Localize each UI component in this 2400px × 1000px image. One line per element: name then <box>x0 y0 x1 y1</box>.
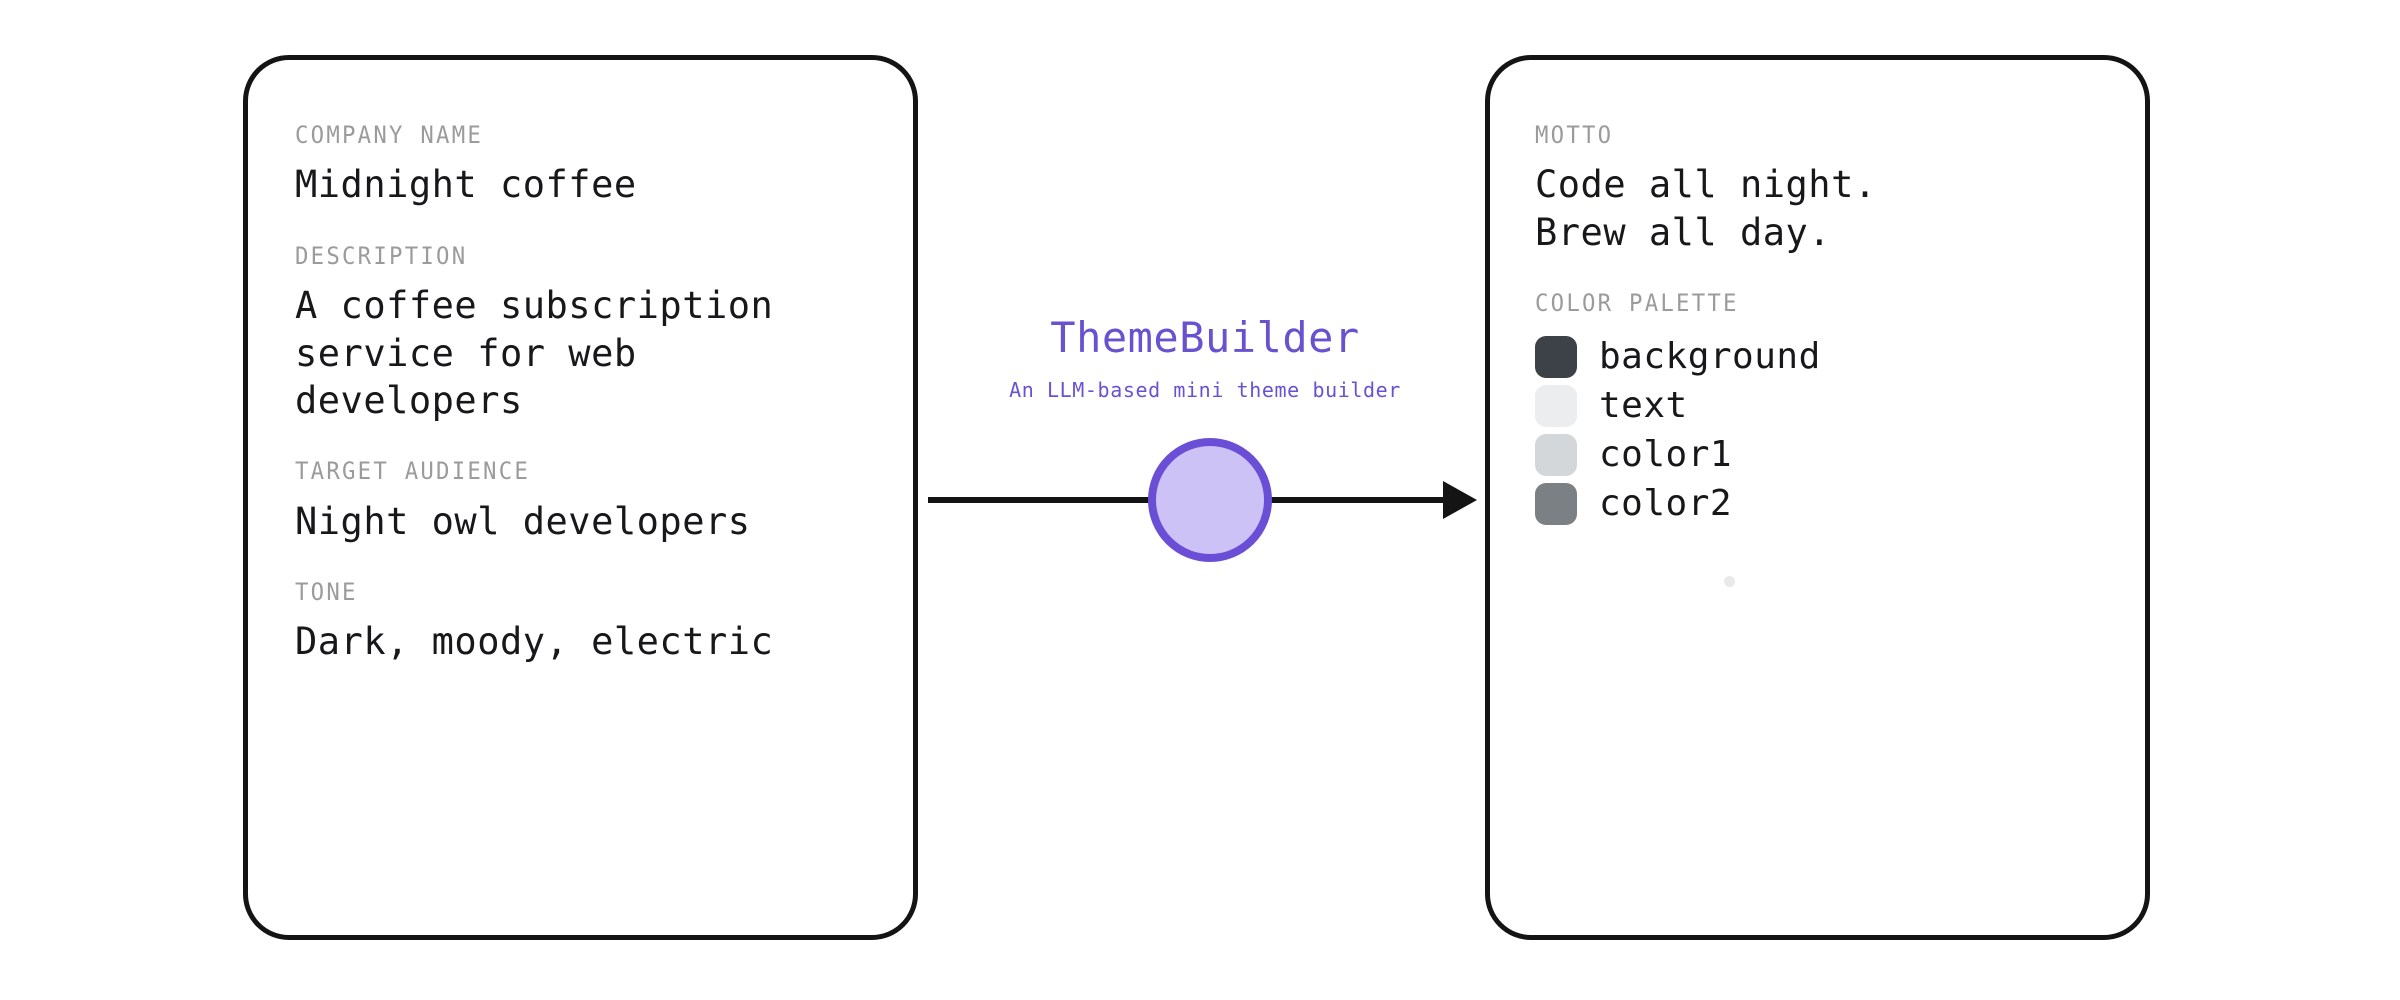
field-value-target-audience: Night owl developers <box>295 499 751 543</box>
field-label-motto: MOTTO <box>1535 121 1614 149</box>
field-value-tone: Dark, moody, electric <box>295 620 774 664</box>
palette-row-color2[interactable]: color2 <box>1535 480 2105 529</box>
color-swatch-label-background: background <box>1599 336 1821 377</box>
process-node-circle-icon <box>1148 438 1272 562</box>
output-card: MOTTO Code all night. Brew all day. COLO… <box>1485 55 2150 940</box>
field-tone: TONE Dark, moody, electric <box>295 579 873 666</box>
field-label-description: DESCRIPTION <box>295 241 468 270</box>
field-label-color-palette: COLOR PALETTE <box>1535 289 1739 318</box>
field-value-description: A coffee subscription service for web de… <box>295 284 774 422</box>
color-swatch-label-text: text <box>1599 385 1688 426</box>
color-swatch-color1[interactable] <box>1535 434 1577 476</box>
field-target-audience: TARGET AUDIENCE Night owl developers <box>295 458 873 545</box>
color-swatch-color2[interactable] <box>1535 483 1577 525</box>
field-company-name: COMPANY NAME Midnight coffee <box>295 122 873 209</box>
palette-row-color1[interactable]: color1 <box>1535 431 2105 480</box>
field-label-target-audience: TARGET AUDIENCE <box>295 457 531 486</box>
field-value-company-name: Midnight coffee <box>295 163 637 207</box>
field-description: DESCRIPTION A coffee subscription servic… <box>295 241 873 424</box>
arrow-head <box>1443 481 1477 519</box>
color-palette-list: background text color1 color2 <box>1535 333 2105 587</box>
field-label-company-name: COMPANY NAME <box>295 121 484 149</box>
field-value-motto: Code all night. Brew all day. <box>1535 163 1877 254</box>
field-color-palette: COLOR PALETTE background text color1 <box>1535 289 2105 587</box>
palette-row-background[interactable]: background <box>1535 333 2105 382</box>
app-branding: ThemeBuilder An LLM-based mini theme bui… <box>930 313 1480 403</box>
color-swatch-text[interactable] <box>1535 385 1577 427</box>
arrow-right-icon <box>928 438 1477 562</box>
color-swatch-label-color1: color1 <box>1599 434 1733 475</box>
field-motto: MOTTO Code all night. Brew all day. <box>1535 122 2105 256</box>
input-card: COMPANY NAME Midnight coffee DESCRIPTION… <box>243 55 918 940</box>
field-label-tone: TONE <box>295 577 358 606</box>
color-swatch-background[interactable] <box>1535 336 1577 378</box>
page-title: ThemeBuilder <box>1050 313 1360 362</box>
page-subtitle: An LLM-based mini theme builder <box>1009 378 1401 403</box>
palette-row-text[interactable]: text <box>1535 382 2105 431</box>
output-card-body: MOTTO Code all night. Brew all day. COLO… <box>1490 60 2145 935</box>
input-card-body: COMPANY NAME Midnight coffee DESCRIPTION… <box>248 60 913 935</box>
palette-indicator-dot <box>1724 575 1735 587</box>
color-swatch-label-color2: color2 <box>1599 483 1733 524</box>
